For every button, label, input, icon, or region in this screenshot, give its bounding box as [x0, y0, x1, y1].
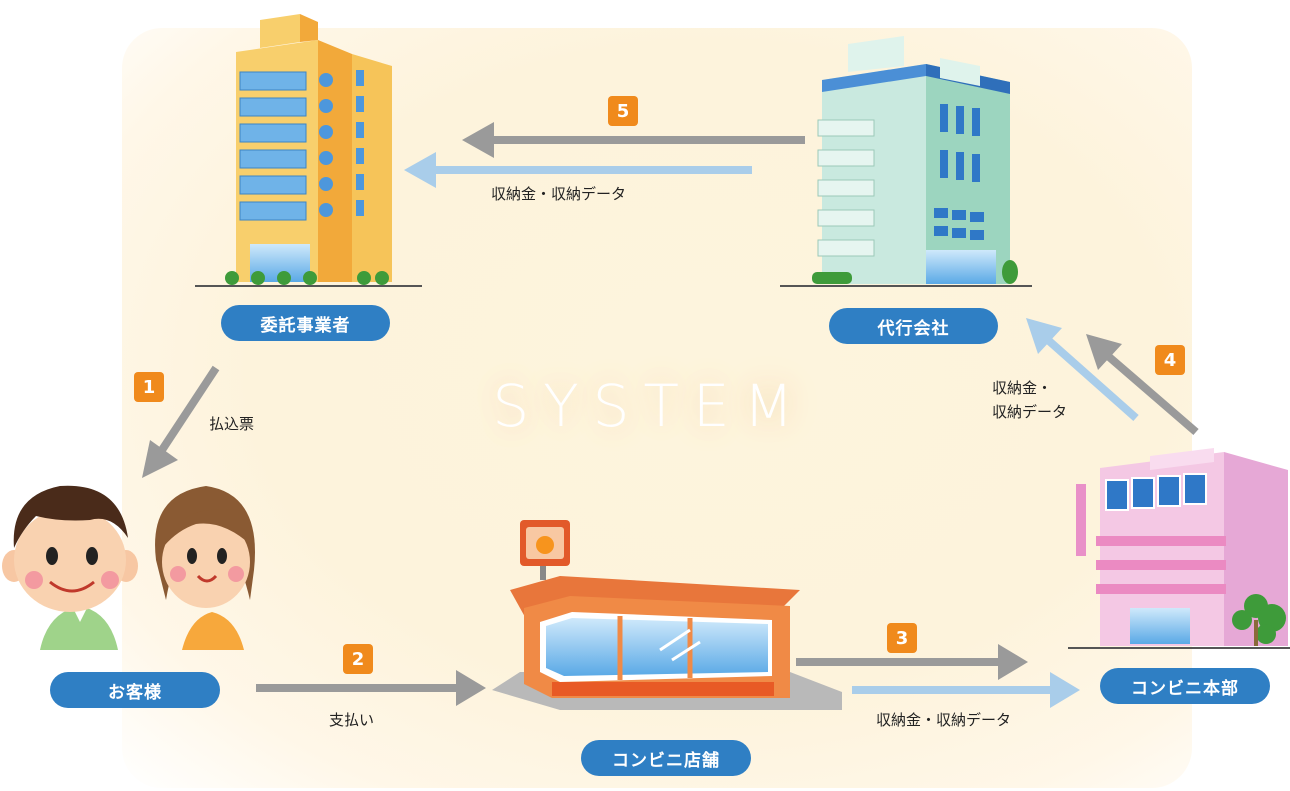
money-data-4-line2: 収納データ: [992, 403, 1068, 421]
slip-label: 払込票: [209, 415, 255, 433]
money-data-3-label: 収納金・収納データ: [876, 711, 1012, 729]
arrow-5-gray: [462, 122, 805, 158]
arrow-2-gray: [256, 670, 486, 706]
system-title: SYSTEM: [492, 372, 808, 440]
payment-label: 支払い: [329, 711, 375, 729]
convenience-hq-building-icon: [1068, 448, 1290, 649]
step-2-badge: 2: [343, 644, 373, 674]
consignor-building-icon: [195, 14, 422, 287]
arrow-5-blue: [404, 152, 752, 188]
arrow-1-gray: [142, 365, 220, 478]
agency-building-icon: [780, 36, 1032, 287]
customer-node: お客様: [50, 672, 220, 708]
hq-node: コンビニ本部: [1100, 668, 1270, 704]
money-data-5-label: 収納金・収納データ: [491, 185, 627, 203]
step-4-badge: 4: [1155, 345, 1185, 375]
arrow-4-gray: [1086, 334, 1199, 436]
money-data-4-line1: 収納金・: [992, 379, 1053, 397]
arrow-3-gray: [796, 644, 1028, 680]
customers-icon: [2, 485, 255, 650]
step-3-badge: 3: [887, 623, 917, 653]
step-5-badge: 5: [608, 96, 638, 126]
step-1-badge: 1: [134, 372, 164, 402]
store-node: コンビニ店舗: [581, 740, 751, 776]
arrow-3-blue: [852, 672, 1080, 708]
arrow-4-blue: [1026, 318, 1139, 421]
agency-node: 代行会社: [829, 308, 998, 344]
consignor-node: 委託事業者: [221, 305, 390, 341]
convenience-store-icon: [492, 520, 842, 710]
